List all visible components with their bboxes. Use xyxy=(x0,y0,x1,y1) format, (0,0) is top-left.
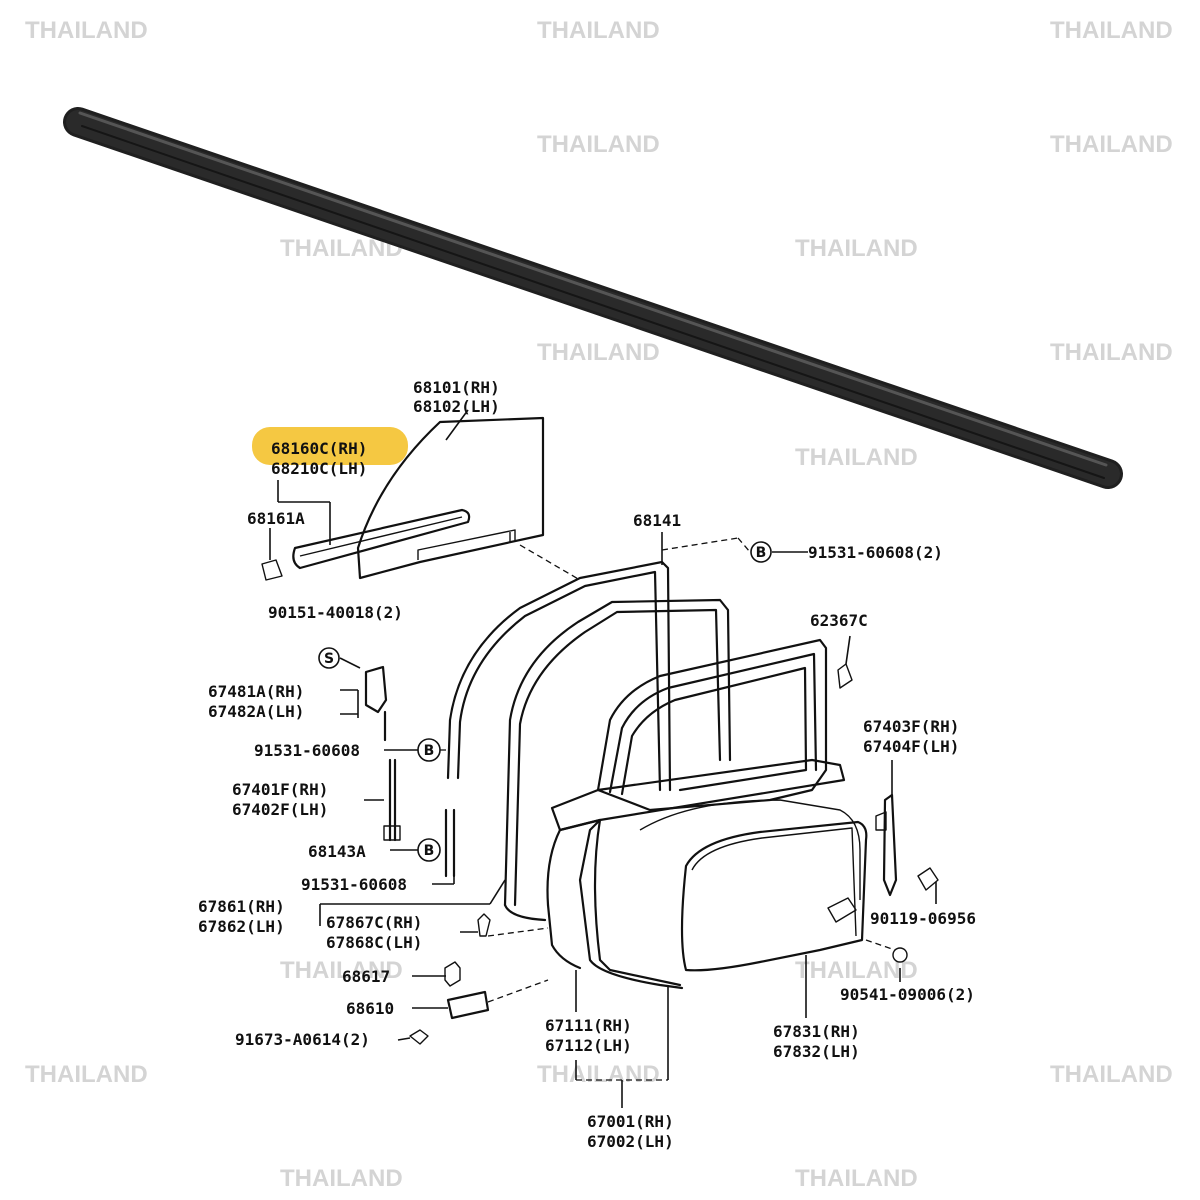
watermark-text: THAILAND xyxy=(25,17,148,44)
part-labels: 68101(RH) 68102(LH) 68160C(RH) 68210C(LH… xyxy=(198,378,976,1151)
part-label: 68102(LH) xyxy=(413,397,500,416)
part-label: 67482A(LH) xyxy=(208,702,304,721)
part-label: 67402F(LH) xyxy=(232,800,328,819)
part-label: 91531-60608 xyxy=(254,741,360,760)
watermark-text: THAILAND xyxy=(537,1061,660,1088)
part-label: 68143A xyxy=(308,842,366,861)
part-label: 91531-60608 xyxy=(301,875,407,894)
svg-text:B: B xyxy=(756,545,767,561)
bolt-symbol: B xyxy=(417,738,441,762)
division-bar-part xyxy=(364,665,456,878)
window-regulator-part xyxy=(837,663,939,963)
watermark-text: THAILAND xyxy=(1050,339,1173,366)
part-label: 91673-A0614(2) xyxy=(235,1030,370,1049)
part-label: 68617 xyxy=(342,967,390,986)
watermark-text: THAILAND xyxy=(280,1165,403,1192)
bolt-symbol: B xyxy=(417,838,441,862)
screw-symbol: S xyxy=(318,647,340,669)
part-label: 67401F(RH) xyxy=(232,780,328,799)
part-label: 67404F(LH) xyxy=(863,737,959,756)
watermark-text: THAILAND xyxy=(795,1165,918,1192)
watermark-text: THAILAND xyxy=(537,339,660,366)
part-label: 67832(LH) xyxy=(773,1042,860,1061)
leader-lines xyxy=(319,537,937,1108)
door-weatherstrip-part xyxy=(446,532,672,792)
part-label: 67862(LH) xyxy=(198,917,285,936)
watermark-text: THAILAND xyxy=(1050,131,1173,158)
watermark-text: THAILAND xyxy=(1050,17,1173,44)
part-label: 67861(RH) xyxy=(198,897,285,916)
part-label: 68210C(LH) xyxy=(271,459,367,478)
part-label: 90119-06956 xyxy=(870,909,976,928)
part-label: 67481A(RH) xyxy=(208,682,304,701)
watermark-text: THAILAND xyxy=(795,444,918,471)
door-glass-icon xyxy=(356,409,545,580)
svg-text:S: S xyxy=(324,651,334,667)
part-label: 90151-40018(2) xyxy=(268,603,403,622)
part-label: 67867C(RH) xyxy=(326,913,422,932)
part-label: 68160C(RH) xyxy=(271,439,367,458)
part-label: 68141 xyxy=(633,511,681,530)
part-label: 67868C(LH) xyxy=(326,933,422,952)
watermark-text: THAILAND xyxy=(280,957,403,984)
door-panel-icon xyxy=(546,638,861,990)
part-label: 91531-60608(2) xyxy=(808,543,943,562)
part-label: 68161A xyxy=(247,509,305,528)
part-number-highlight xyxy=(252,427,408,465)
bolt-symbol: B xyxy=(750,541,772,563)
belt-moulding-part xyxy=(261,508,471,581)
part-label: 68101(RH) xyxy=(413,378,500,397)
part-label: 67831(RH) xyxy=(773,1022,860,1041)
part-label: 67403F(RH) xyxy=(863,717,959,736)
rubber-weatherstrip-icon xyxy=(63,107,1123,489)
svg-text:B: B xyxy=(424,743,435,759)
watermark-text: THAILAND xyxy=(795,235,918,262)
watermark-layer: THAILAND THAILAND THAILAND THAILAND THAI… xyxy=(25,17,1173,1192)
svg-text:B: B xyxy=(424,843,435,859)
door-hinge-part xyxy=(409,913,491,1045)
watermark-text: THAILAND xyxy=(537,17,660,44)
part-label: 90541-09006(2) xyxy=(840,985,975,1004)
door-trim-panel-part xyxy=(680,820,868,972)
part-label: 67112(LH) xyxy=(545,1036,632,1055)
part-label: 67002(LH) xyxy=(587,1132,674,1151)
watermark-text: THAILAND xyxy=(537,131,660,158)
part-label: 68610 xyxy=(346,999,394,1018)
part-label: 62367C xyxy=(810,611,868,630)
watermark-text: THAILAND xyxy=(25,1061,148,1088)
watermark-text: THAILAND xyxy=(1050,1061,1173,1088)
glass-run-channel-part xyxy=(503,598,732,922)
part-label: 67111(RH) xyxy=(545,1016,632,1035)
part-label: 67001(RH) xyxy=(587,1112,674,1131)
